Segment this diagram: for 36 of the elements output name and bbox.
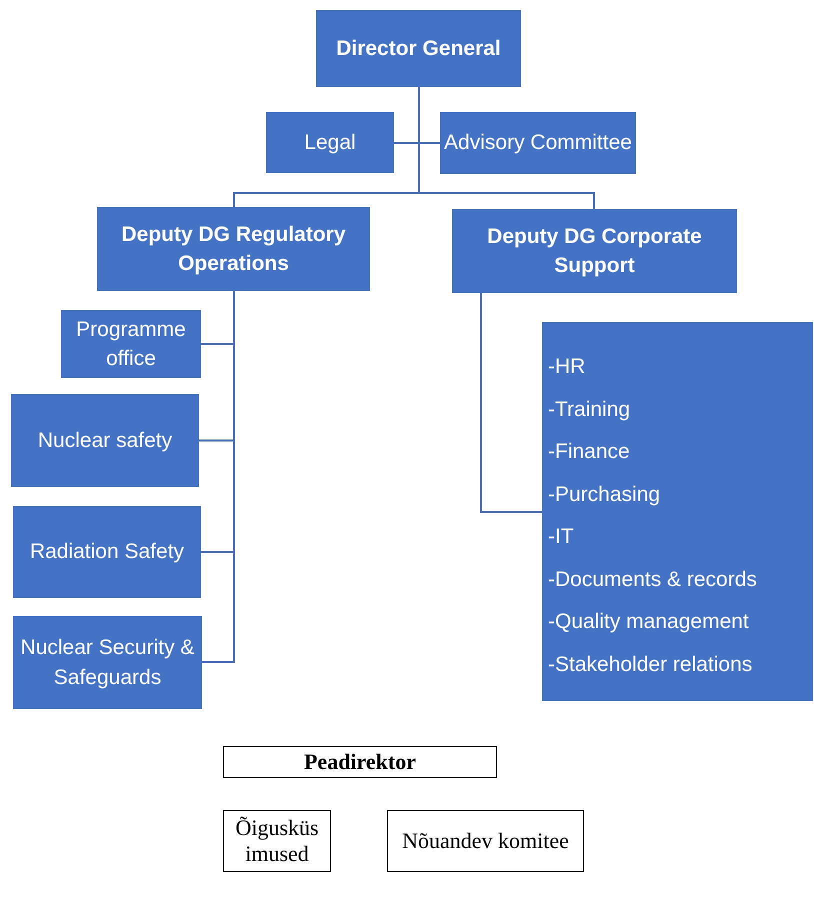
department-box	[97, 207, 370, 291]
box-label: Õigusküs imused	[234, 814, 320, 868]
list-item: -Quality management	[548, 609, 749, 635]
box-label: Peadirektor	[304, 748, 416, 776]
department-box	[223, 810, 331, 872]
unit-box	[13, 506, 201, 598]
box-label: Programme office	[75, 316, 187, 372]
list-item: -Stakeholder relations	[548, 652, 752, 678]
list-item: -HR	[548, 354, 586, 380]
box-label: Deputy DG Regulatory Operations	[120, 222, 347, 277]
list-item: -IT	[548, 524, 574, 550]
box-label: Advisory Committee	[444, 130, 632, 156]
connector-line	[480, 293, 542, 513]
unit-box	[61, 310, 201, 378]
department-box	[266, 112, 394, 173]
unit-box	[13, 616, 202, 709]
department-box	[452, 209, 737, 293]
box-label: Nõuandev komitee	[402, 828, 569, 854]
department-box	[440, 112, 636, 174]
unit-box	[11, 394, 199, 487]
list-item: -Purchasing	[548, 482, 660, 508]
connector-line	[202, 291, 235, 663]
title-box	[223, 746, 497, 778]
list-item: -Finance	[548, 439, 630, 465]
list-item: -Documents & records	[548, 566, 757, 592]
box-label: Nuclear Security & Safeguards	[20, 635, 196, 690]
department-box	[387, 810, 584, 872]
box-label: Nuclear safety	[38, 428, 172, 454]
box-label: Radiation Safety	[30, 539, 184, 566]
title-box	[316, 10, 521, 87]
box-label: Director General	[336, 36, 501, 62]
box-label: Legal	[304, 130, 356, 156]
list-item: -Training	[548, 396, 630, 422]
connector-line	[418, 87, 595, 209]
box-label: Deputy DG Corporate Support	[486, 224, 703, 279]
list-box	[542, 322, 813, 701]
